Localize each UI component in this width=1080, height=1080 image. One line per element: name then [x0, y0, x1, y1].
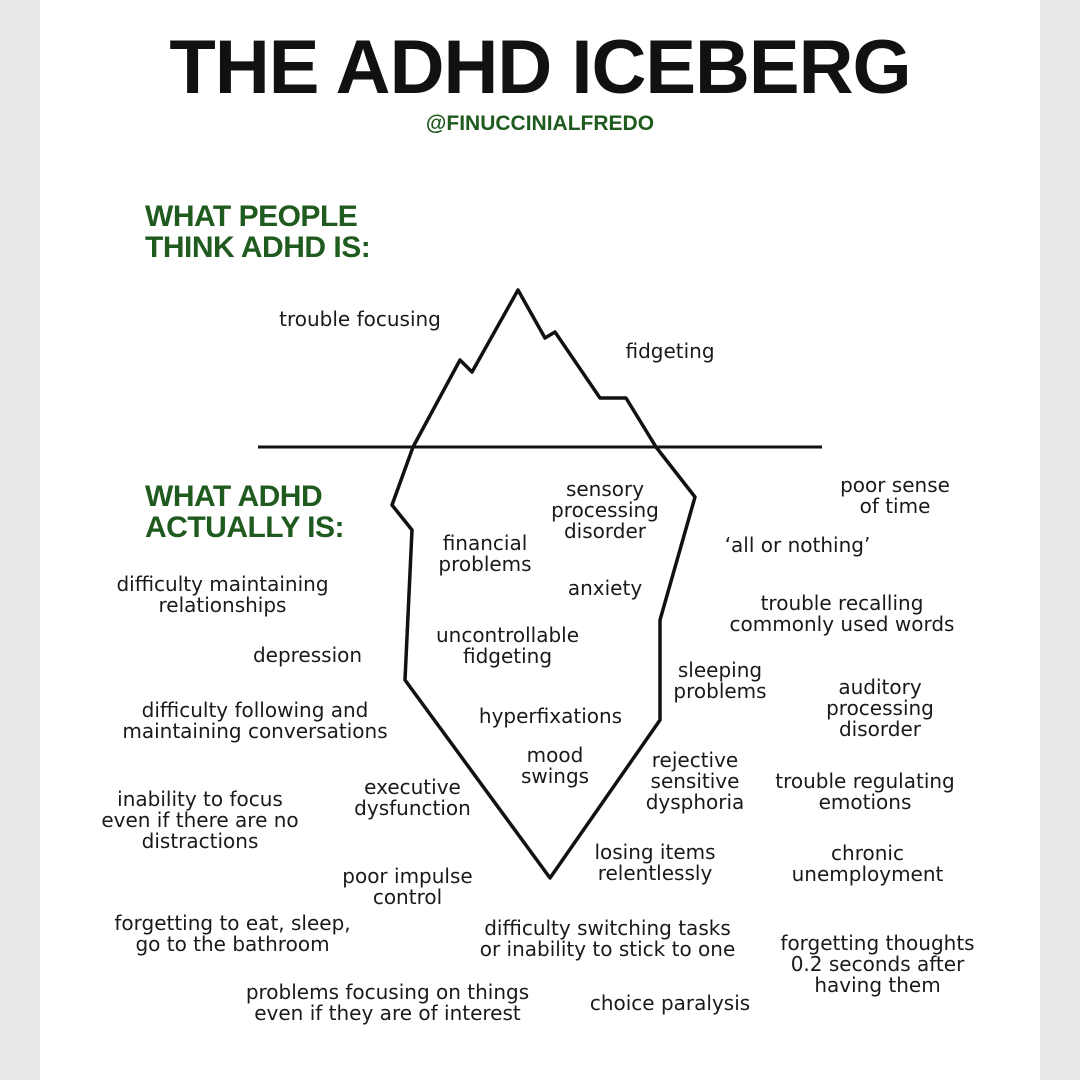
label-executive-dysfunction: executive dysfunction	[354, 775, 471, 820]
poster-card	[40, 0, 1040, 1080]
label-difficulty-following-conversations: difficulty following and maintaining con…	[122, 698, 388, 743]
label-trouble-regulating-emotions: trouble regulating emotions	[775, 769, 955, 814]
label-trouble-recalling-words: trouble recalling commonly used words	[729, 591, 955, 636]
label-auditory-processing-disorder: auditory processing disorder	[826, 675, 934, 741]
label-poor-impulse-control: poor impulse control	[342, 864, 473, 909]
label-sleeping-problems: sleeping problems	[673, 658, 767, 703]
label-uncontrollable-fidgeting: uncontrollable fidgeting	[435, 623, 580, 668]
heading-what-adhd-actually-is: WHAT ADHD ACTUALLY IS:	[145, 480, 345, 544]
label-forgetting-to-eat: forgetting to eat, sleep, go to the bath…	[114, 911, 351, 956]
label-trouble-focusing: trouble focusing	[279, 307, 441, 331]
heading-what-people-think: WHAT PEOPLE THINK ADHD IS:	[145, 200, 371, 264]
label-difficulty-switching-tasks: difficulty switching tasks or inability …	[479, 916, 736, 961]
label-depression: depression	[252, 643, 363, 667]
label-fidgeting: fidgeting	[625, 339, 715, 363]
label-inability-to-focus: inability to focus even if there are no …	[101, 787, 299, 853]
label-sensory-processing-disorder: sensory processing disorder	[551, 477, 659, 543]
label-choice-paralysis: choice paralysis	[589, 991, 751, 1015]
label-problems-focusing-interest: problems focusing on things even if they…	[245, 980, 530, 1025]
label-forgetting-thoughts: forgetting thoughts 0.2 seconds after ha…	[780, 931, 975, 997]
label-all-or-nothing: ‘all or nothing’	[724, 533, 871, 557]
label-mood-swings: mood swings	[520, 743, 590, 788]
label-poor-sense-of-time: poor sense of time	[840, 473, 950, 518]
label-difficulty-maintaining-relationships: difficulty maintaining relationships	[116, 572, 329, 617]
page-title: THE ADHD ICEBERG	[169, 25, 911, 110]
label-anxiety: anxiety	[567, 576, 643, 600]
author-handle: @FINUCCINIALFREDO	[425, 112, 655, 135]
label-hyperfixations: hyperfixations	[478, 704, 623, 728]
label-financial-problems: financial problems	[438, 531, 532, 576]
iceberg-outline	[390, 288, 697, 880]
label-chronic-unemployment: chronic unemployment	[791, 841, 944, 886]
label-losing-items: losing items relentlessly	[594, 840, 716, 885]
label-rejective-sensitive-dysphoria: rejective sensitive dysphoria	[645, 748, 745, 814]
